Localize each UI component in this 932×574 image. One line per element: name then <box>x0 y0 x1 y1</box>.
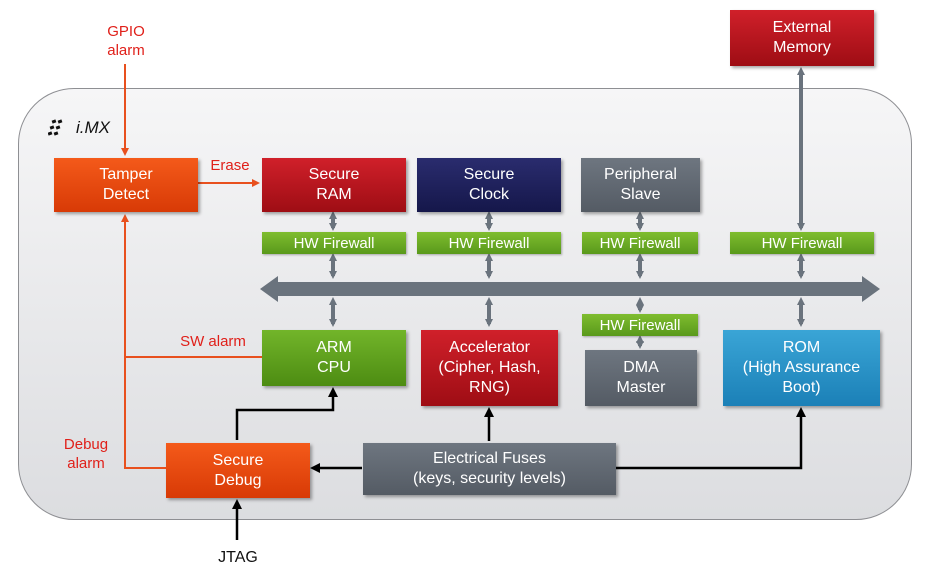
hw-firewall-dma-master: HW Firewall <box>582 314 698 336</box>
tamper-detect-block: Tamper Detect <box>54 158 198 212</box>
secure-debug-block: Secure Debug <box>166 443 310 498</box>
accelerator-block: Accelerator (Cipher, Hash, RNG) <box>421 330 558 406</box>
hw-firewall-secure-ram: HW Firewall <box>262 232 406 254</box>
imx-logo: i.MX <box>48 118 110 138</box>
hw-firewall-secure-clock: HW Firewall <box>417 232 561 254</box>
secure-clock-block: Secure Clock <box>417 158 561 212</box>
hw-firewall-peripheral-slave: HW Firewall <box>582 232 698 254</box>
peripheral-slave-block: Peripheral Slave <box>581 158 700 212</box>
dma-master-block: DMA Master <box>585 350 697 406</box>
debug-alarm-label: Debug alarm <box>63 436 109 472</box>
electrical-fuses-block: Electrical Fuses (keys, security levels) <box>363 443 616 495</box>
gpio-alarm-label: GPIO alarm <box>107 23 145 59</box>
sw-alarm-label: SW alarm <box>180 333 246 350</box>
secure-ram-block: Secure RAM <box>262 158 406 212</box>
external-memory-block: External Memory <box>730 10 874 66</box>
jtag-label: JTAG <box>218 549 258 566</box>
arm-cpu-block: ARM CPU <box>262 330 406 386</box>
erase-label: Erase <box>210 157 250 174</box>
hw-firewall-external-memory: HW Firewall <box>730 232 874 254</box>
rom-block: ROM (High Assurance Boot) <box>723 330 880 406</box>
logo-text: i.MX <box>76 118 110 137</box>
freescale-logo-icon <box>48 119 63 136</box>
